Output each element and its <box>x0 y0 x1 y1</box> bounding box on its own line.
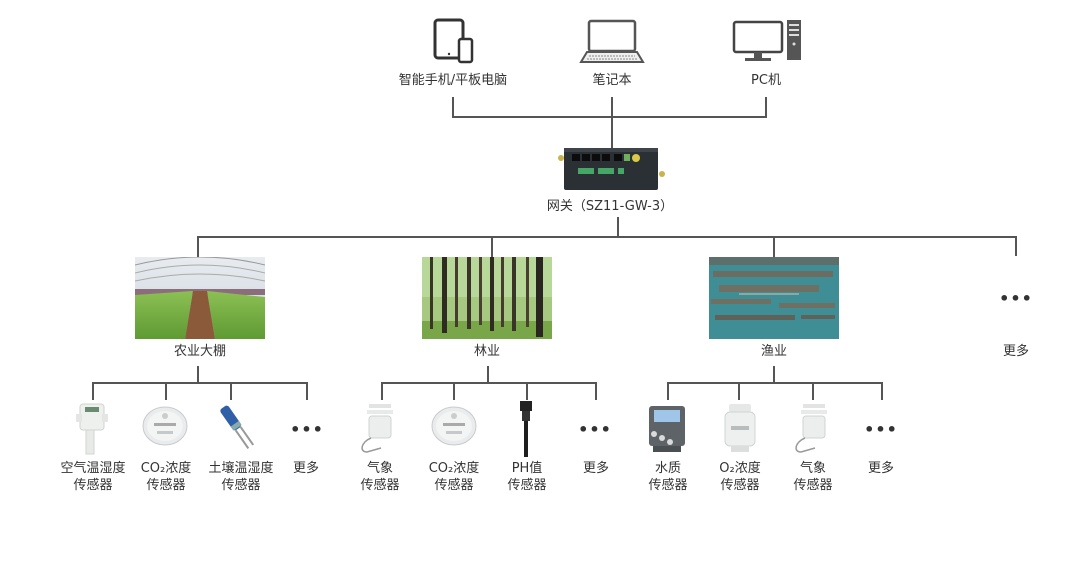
sensor-label: PH值 传感器 <box>482 460 572 494</box>
connector <box>197 236 199 258</box>
sensor-label-line1: 更多 <box>867 461 894 476</box>
sensor-label-line1: PH值 <box>511 461 543 476</box>
connector <box>453 382 455 400</box>
more-icon: ••• <box>290 420 324 439</box>
connector <box>765 97 767 117</box>
sensor-label: 气象 传感器 <box>768 460 858 494</box>
sensor-label-line1: 气象 <box>366 461 393 476</box>
connector <box>197 366 199 382</box>
laptop-icon <box>579 18 645 64</box>
connector <box>611 97 613 149</box>
connector <box>526 382 528 400</box>
sensor-label-line2: 传感器 <box>221 478 261 493</box>
sensor-label-line2: 传感器 <box>648 478 688 493</box>
fishery-photo <box>709 257 839 339</box>
client-label: 智能手机/平板电脑 <box>398 73 508 88</box>
connector <box>1015 236 1017 256</box>
connector <box>92 382 308 384</box>
sensor-label-line2: 传感器 <box>434 478 474 493</box>
connector <box>773 366 775 382</box>
water-quality-sensor-icon <box>645 404 689 454</box>
sensor-label: CO₂浓度 传感器 <box>409 460 499 494</box>
weather-sensor-icon <box>359 402 399 456</box>
sensor-label: 更多 <box>551 460 641 477</box>
o2-sensor-icon <box>721 404 759 454</box>
sensor-label: CO₂浓度 传感器 <box>121 460 211 494</box>
tablet-phone-icon <box>433 18 477 64</box>
soil-sensor-icon <box>217 403 257 451</box>
connector <box>773 236 775 258</box>
connector <box>812 382 814 400</box>
sensor-label-line2: 传感器 <box>73 478 113 493</box>
co2-sensor-icon <box>142 406 188 446</box>
sensor-label: 水质 传感器 <box>623 460 713 494</box>
gateway-label: 网关（SZ11-GW-3） <box>546 199 674 214</box>
connector <box>452 116 767 118</box>
gateway-device-icon <box>556 146 666 194</box>
connector <box>165 382 167 400</box>
sensor-label: 更多 <box>261 460 351 477</box>
sensor-label-line2: 传感器 <box>360 478 400 493</box>
scenario-label: 渔业 <box>760 344 787 359</box>
connector <box>230 382 232 400</box>
connector <box>738 382 740 400</box>
connector <box>667 382 669 400</box>
connector <box>452 97 454 117</box>
connector <box>92 382 94 400</box>
connector <box>381 382 597 384</box>
connector <box>595 382 597 400</box>
sensor-label-line1: 土壤温湿度 <box>208 461 274 476</box>
scenario-label: 农业大棚 <box>173 344 226 359</box>
sensor-label: 气象 传感器 <box>335 460 425 494</box>
client-label: 笔记本 <box>592 73 632 88</box>
greenhouse-photo <box>135 257 265 339</box>
more-icon: ••• <box>999 289 1033 308</box>
air-temp-humidity-sensor-icon <box>76 402 110 456</box>
connector <box>881 382 883 400</box>
sensor-label-line1: 气象 <box>799 461 826 476</box>
weather-sensor-icon <box>793 402 833 456</box>
connector <box>306 382 308 400</box>
forest-photo <box>422 257 552 339</box>
desktop-pc-icon <box>731 18 805 64</box>
sensor-label: O₂浓度 传感器 <box>695 460 785 494</box>
ph-sensor-icon <box>516 401 536 459</box>
connector <box>197 236 1017 238</box>
sensor-label-line1: 水质 <box>654 461 681 476</box>
sensor-label-line2: 传感器 <box>507 478 547 493</box>
sensor-label-line1: 更多 <box>582 461 609 476</box>
connector <box>487 366 489 382</box>
co2-sensor-icon <box>431 406 477 446</box>
sensor-label-line1: 空气温湿度 <box>60 461 126 476</box>
sensor-label-line2: 传感器 <box>720 478 760 493</box>
sensor-label: 更多 <box>836 460 926 477</box>
sensor-label-line2: 传感器 <box>793 478 833 493</box>
sensor-label-line1: CO₂浓度 <box>428 461 480 476</box>
scenario-label: 林业 <box>473 344 500 359</box>
sensor-label: 土壤温湿度 传感器 <box>196 460 286 494</box>
sensor-label: 空气温湿度 传感器 <box>48 460 138 494</box>
sensor-label-line1: O₂浓度 <box>719 461 761 476</box>
connector <box>381 382 383 400</box>
client-label: PC机 <box>751 73 781 88</box>
scenario-label: 更多 <box>1002 344 1029 359</box>
connector <box>667 382 883 384</box>
sensor-label-line2: 传感器 <box>146 478 186 493</box>
sensor-label-line1: CO₂浓度 <box>140 461 192 476</box>
connector <box>617 217 619 237</box>
more-icon: ••• <box>578 420 612 439</box>
connector <box>491 236 493 258</box>
more-icon: ••• <box>864 420 898 439</box>
sensor-label-line1: 更多 <box>292 461 319 476</box>
